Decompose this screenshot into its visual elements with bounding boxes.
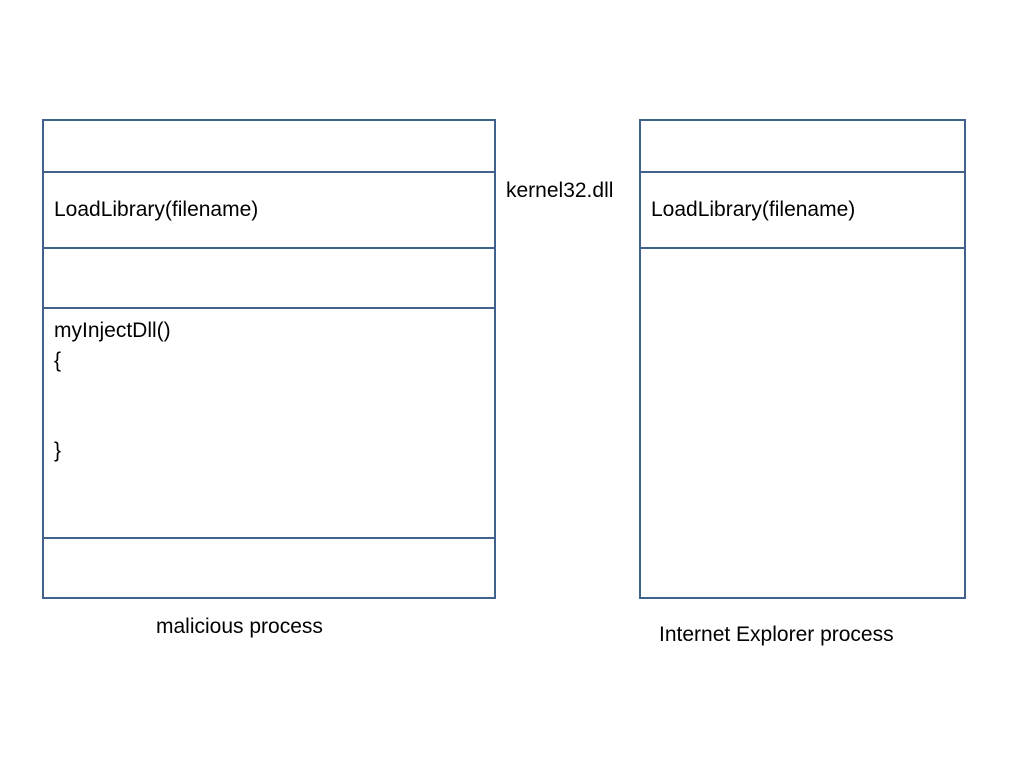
ie-segment-bottom bbox=[641, 249, 964, 597]
inject-dll-code-block: myInjectDll() { } bbox=[54, 316, 171, 466]
malicious-process-caption: malicious process bbox=[156, 615, 323, 638]
code-line: } bbox=[54, 439, 62, 462]
code-line bbox=[54, 376, 171, 406]
ie-segment-kernel32: LoadLibrary(filename) bbox=[641, 173, 964, 249]
malicious-segment-middle bbox=[44, 249, 494, 309]
ie-process-box: LoadLibrary(filename) bbox=[639, 119, 966, 599]
code-line bbox=[54, 406, 171, 436]
malicious-loadlibrary-label: LoadLibrary(filename) bbox=[54, 198, 259, 221]
kernel32-dll-label: kernel32.dll bbox=[506, 179, 614, 202]
malicious-segment-top bbox=[44, 121, 494, 173]
code-line: myInjectDll() bbox=[54, 319, 171, 342]
code-line: { bbox=[54, 349, 62, 372]
malicious-segment-kernel32: LoadLibrary(filename) bbox=[44, 173, 494, 249]
malicious-segment-inject-code: myInjectDll() { } bbox=[44, 309, 494, 539]
ie-loadlibrary-label: LoadLibrary(filename) bbox=[651, 198, 856, 221]
ie-process-caption: Internet Explorer process bbox=[659, 623, 894, 646]
malicious-process-box: LoadLibrary(filename) myInjectDll() { } bbox=[42, 119, 496, 599]
ie-segment-top bbox=[641, 121, 964, 173]
malicious-segment-bottom bbox=[44, 539, 494, 597]
